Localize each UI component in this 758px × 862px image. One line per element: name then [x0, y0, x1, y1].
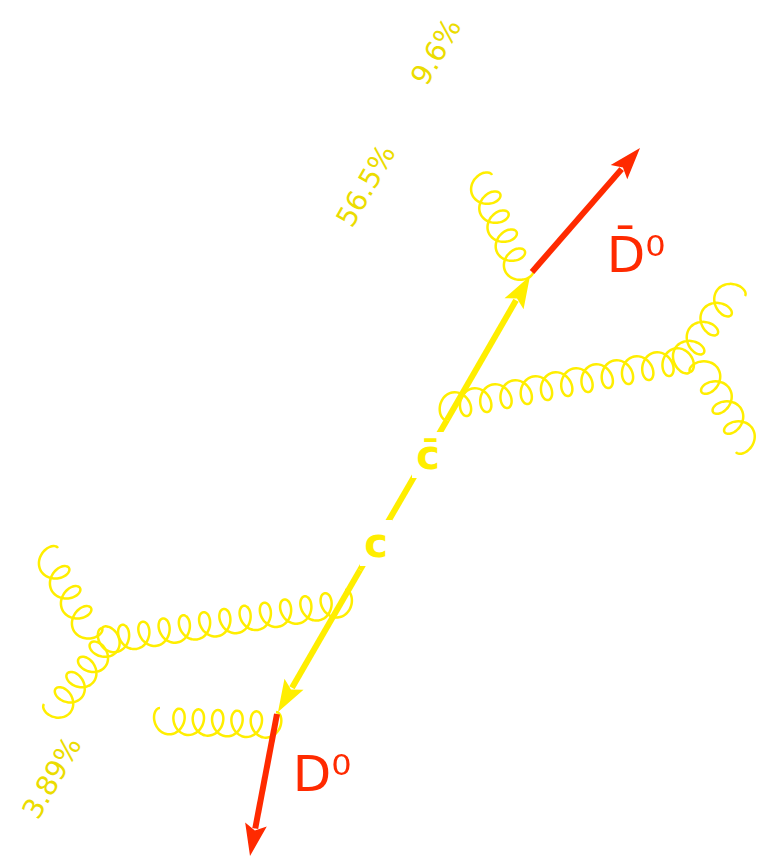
- quark-line: [360, 420, 447, 570]
- gluon: [673, 284, 746, 374]
- gluon: [471, 172, 533, 279]
- arrow-head: [278, 679, 304, 712]
- arrow-head: [504, 276, 530, 309]
- quark-label: c̄: [412, 432, 444, 478]
- quark-label: c: [360, 520, 392, 566]
- branching-fraction: 9.6%: [405, 13, 468, 91]
- particle-label: D⁰: [293, 746, 352, 804]
- gluon: [690, 361, 755, 454]
- gluon: [43, 626, 119, 717]
- branching-fraction: 3.89%: [16, 731, 88, 824]
- gluon: [39, 546, 102, 638]
- quark-line: [447, 300, 516, 420]
- quark-line: [292, 570, 360, 688]
- gluon: [98, 590, 352, 652]
- arrow-head: [611, 148, 640, 179]
- branching-fraction: 56.5%: [330, 139, 402, 232]
- gluon: [440, 348, 694, 420]
- particle-label: D̄⁰: [607, 227, 666, 285]
- meson-line: [255, 714, 277, 828]
- gluon: [154, 708, 281, 738]
- arrow-head: [245, 823, 267, 856]
